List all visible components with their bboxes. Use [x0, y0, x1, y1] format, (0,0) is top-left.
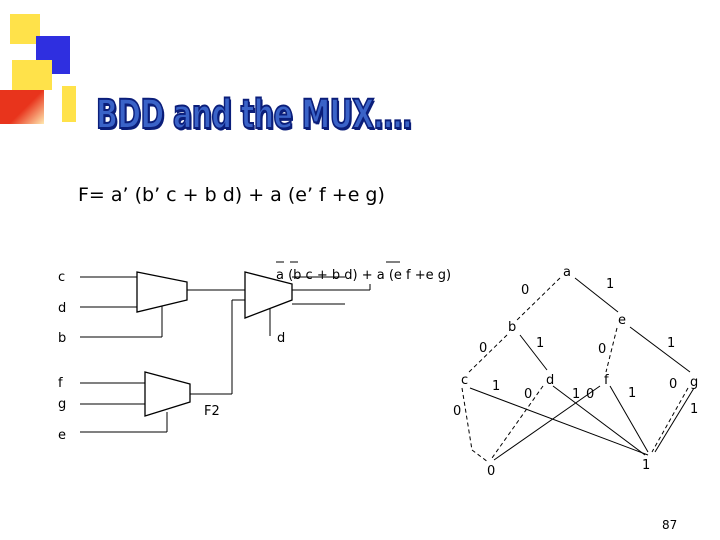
mux-shapes: [136, 271, 293, 417]
mux-3: [144, 371, 191, 417]
input-label-b: b: [58, 331, 66, 346]
edge-label-f1: 1: [628, 386, 636, 401]
edge-label-e1: 1: [667, 336, 675, 351]
deco-square-yellow-mid: [12, 60, 52, 90]
edge-label-b1: 1: [536, 336, 544, 351]
bdd-node-a: a: [563, 265, 571, 280]
edge-label-a0: 0: [521, 283, 529, 298]
edge-label-e0: 0: [598, 342, 606, 357]
edge-label-c0: 0: [453, 404, 461, 419]
input-label-f: f: [58, 376, 63, 391]
input-label-e: e: [58, 428, 66, 443]
bdd-edges: [461, 277, 695, 463]
edge-label-g0: 0: [669, 377, 677, 392]
edge-label-d1: 1: [572, 387, 580, 402]
bdd-node-c: c: [461, 373, 468, 388]
bdd-terminal-0: 0: [487, 464, 495, 479]
input-label-g: g: [58, 397, 66, 412]
input-label-d: d: [58, 301, 66, 316]
bdd-node-g: g: [690, 375, 698, 390]
deco-square-yellow-top: [10, 14, 40, 44]
edge-label-b0: 0: [479, 341, 487, 356]
edge-label-a1: 1: [606, 277, 614, 292]
mux-output-expression: a (b c + b d) + a (e f +e g): [276, 268, 451, 283]
circuit-wires: [80, 276, 371, 433]
edge-label-d0: 0: [524, 387, 532, 402]
bdd-node-b: b: [508, 320, 516, 335]
page-number: 87: [662, 518, 678, 532]
mux-2: [244, 271, 293, 319]
input-label-c: c: [58, 270, 65, 285]
edge-label-f0: 0: [586, 387, 594, 402]
deco-square-red: [0, 90, 44, 124]
bdd-node-f: f: [604, 373, 609, 388]
edge-label-g1: 1: [690, 402, 698, 417]
deco-square-yellow-small: [62, 86, 76, 122]
bdd-node-e: e: [618, 313, 626, 328]
formula: F= a’ (b’ c + b d) + a (e’ f +e g): [78, 184, 385, 206]
mux-1: [136, 271, 188, 313]
wire-label-f2: F2: [204, 404, 220, 419]
edge-label-c1: 1: [492, 379, 500, 394]
bdd-terminal-1: 1: [642, 458, 650, 473]
bdd-node-d: d: [546, 373, 554, 388]
slide-title: BDD and the MUX….: [95, 91, 413, 139]
wire-label-d: d: [277, 331, 285, 346]
